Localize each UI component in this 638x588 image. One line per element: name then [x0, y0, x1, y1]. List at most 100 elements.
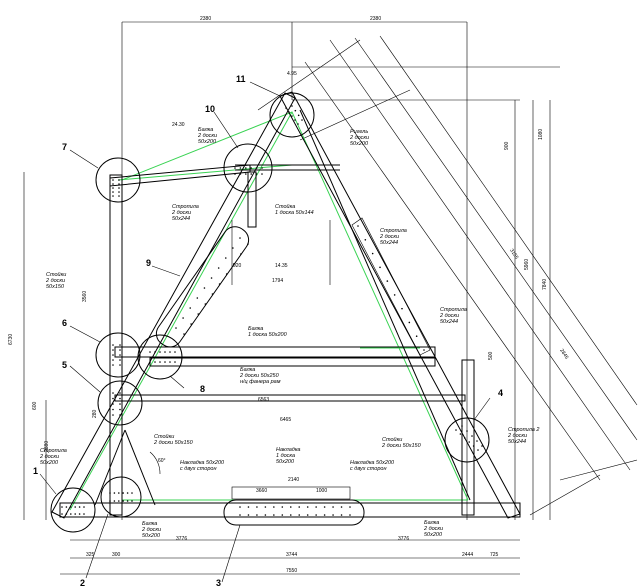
fastener-dot: [306, 514, 309, 516]
fastener-dot: [264, 506, 267, 508]
dim-bottom-3776-r: 3776: [398, 536, 409, 542]
fastener-dot: [477, 449, 479, 451]
fastener-dot: [174, 351, 176, 353]
fastener-dot: [234, 173, 236, 175]
fastener-dot: [239, 506, 241, 508]
fastener-dot: [239, 514, 241, 516]
fastener-dot: [126, 492, 129, 494]
callout-9: 9: [146, 258, 151, 268]
dim-bottom-3744: 3744: [286, 552, 297, 558]
fastener-dot: [472, 445, 475, 447]
fastener-dot: [289, 506, 292, 508]
fastener-dot: [247, 506, 250, 508]
fastener-dot: [273, 506, 275, 508]
fastener-dot: [109, 500, 111, 502]
fastener-dot: [159, 351, 161, 353]
fastener-dot: [466, 430, 468, 432]
fastener-dot: [415, 335, 418, 338]
dim-bottom-725: 725: [490, 552, 499, 558]
fastener-dot: [65, 513, 68, 515]
fastener-dot: [210, 277, 213, 279]
fastener-dot: [118, 183, 120, 185]
fastener-dot: [174, 361, 176, 363]
fastener-dot: [112, 414, 114, 416]
fastener-dot: [291, 115, 293, 117]
fastener-dot: [70, 506, 72, 508]
fastener-dot: [61, 513, 63, 515]
detail-circles: [50, 92, 490, 533]
fastener-dot: [131, 500, 133, 502]
fastener-dot: [119, 354, 121, 356]
fastener-dot: [119, 344, 121, 346]
dim-bottom-3776-l: 3776: [176, 536, 187, 542]
fastener-dot: [408, 321, 411, 324]
dim-left-2880: 2880: [44, 441, 50, 452]
fastener-dot: [164, 351, 166, 353]
fastener-dot: [340, 514, 343, 516]
fastener-dot: [112, 344, 114, 346]
fastener-dot: [459, 433, 462, 435]
dim-left-3560: 3560: [82, 291, 88, 302]
fastener-dot: [183, 333, 185, 335]
fastener-dot: [78, 513, 81, 515]
dim-top-small: 4.95: [287, 71, 297, 77]
fastener-dot: [112, 392, 114, 394]
fastener-dot: [119, 359, 121, 361]
fastener-dot: [131, 492, 133, 494]
fastener-dot: [112, 179, 114, 181]
fastener-dot: [481, 445, 483, 447]
angle-label: 60°: [158, 458, 166, 464]
fastener-dot: [255, 173, 258, 175]
fastener-dot: [247, 243, 249, 245]
fastener-dot: [349, 506, 351, 508]
fastener-dot: [149, 361, 151, 363]
fastener-dot: [261, 173, 263, 175]
fastener-dot: [182, 317, 184, 319]
fastener-dot: [119, 397, 121, 400]
fastener-dot: [78, 506, 81, 508]
fastener-dot: [118, 191, 120, 193]
dim-6563: 6563: [258, 397, 269, 403]
fastener-dot: [74, 513, 76, 515]
dim-left-600: 600: [32, 401, 38, 410]
fastener-dot: [225, 273, 228, 275]
fastener-dot: [273, 514, 275, 516]
fastener-dot: [159, 361, 161, 363]
fastener-dot: [256, 506, 258, 508]
dim-920: 920: [233, 263, 242, 269]
fastener-dot: [154, 351, 156, 353]
fastener-dot: [112, 354, 114, 356]
fastener-dot: [285, 107, 287, 109]
fastener-dot: [281, 514, 284, 516]
dim-3660: 3660: [256, 488, 267, 494]
callout-numbers: 1 2 3 4 5 6 7 8 9 10 11: [33, 74, 503, 588]
fastener-dot: [83, 506, 85, 508]
fastener-dot: [379, 266, 381, 269]
fastener-dot: [297, 123, 299, 125]
fastener-dot: [468, 441, 471, 443]
fastener-dot: [203, 287, 206, 289]
fastener-dot: [240, 253, 242, 255]
dim-right-900: 900: [504, 141, 510, 150]
dim-6465: 6465: [280, 417, 291, 423]
fastener-dot: [232, 247, 234, 249]
fasteners: [61, 105, 483, 516]
fastener-dot: [211, 293, 214, 295]
fastener-dot: [315, 506, 317, 508]
fastener-dot: [189, 307, 192, 309]
callout-2: 2: [80, 578, 85, 588]
fastener-dot: [112, 397, 114, 400]
fastener-dot: [315, 514, 317, 516]
fastener-dot: [250, 167, 252, 169]
fastener-dot: [119, 403, 121, 405]
fastener-dot: [196, 297, 199, 299]
callout-3: 3: [216, 578, 221, 588]
callout-7: 7: [62, 142, 67, 152]
fastener-dot: [112, 364, 114, 366]
